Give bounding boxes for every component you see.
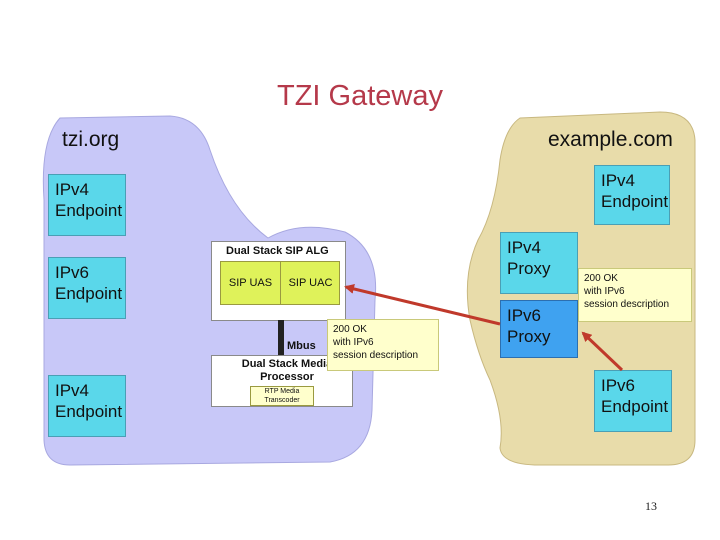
proxy-line1: IPv4 xyxy=(507,238,542,257)
media-title-line1: Dual Stack Media xyxy=(241,358,333,370)
note-line2: with IPv6 xyxy=(333,337,374,348)
ipv6-proxy: IPv6 Proxy xyxy=(500,300,578,358)
endpoint-line2: Endpoint xyxy=(601,192,669,211)
ipv4-proxy: IPv4 Proxy xyxy=(500,232,578,294)
arrow-endpoint-to-proxy xyxy=(581,331,624,372)
sip-uas-box: SIP UAS xyxy=(221,262,281,304)
proxy-line1: IPv6 xyxy=(507,306,542,325)
endpoint-line1: IPv4 xyxy=(55,180,90,199)
endpoint-line1: IPv4 xyxy=(55,381,90,400)
rtp-line2: Transcoder xyxy=(264,397,300,404)
mbus-label: Mbus xyxy=(287,340,316,352)
note-line2: with IPv6 xyxy=(584,286,625,297)
note-200-ok-right: 200 OK with IPv6 session description xyxy=(578,268,692,322)
note-line1: 200 OK xyxy=(584,273,618,284)
endpoint-line2: Endpoint xyxy=(601,397,669,416)
example-com-label: example.com xyxy=(548,128,673,151)
proxy-line2: Proxy xyxy=(507,259,551,278)
left-ipv6-endpoint: IPv6 Endpoint xyxy=(48,257,126,319)
media-title-line2: Processor xyxy=(260,371,314,383)
endpoint-line1: IPv4 xyxy=(601,171,636,190)
dual-stack-media-processor: Dual Stack Media Processor RTP Media Tra… xyxy=(211,355,353,407)
left-ipv4-endpoint-bottom: IPv4 Endpoint xyxy=(48,375,126,437)
note-line3: session description xyxy=(584,299,670,310)
endpoint-line2: Endpoint xyxy=(55,284,123,303)
diagram-title: TZI Gateway xyxy=(277,80,443,112)
proxy-line2: Proxy xyxy=(507,327,551,346)
note-200-ok-center: 200 OK with IPv6 session description xyxy=(327,319,439,371)
sip-uac-box: SIP UAC xyxy=(288,277,333,289)
endpoint-line1: IPv6 xyxy=(601,376,636,395)
tzi-org-label: tzi.org xyxy=(62,128,120,151)
endpoint-line1: IPv6 xyxy=(55,263,90,282)
note-line1: 200 OK xyxy=(333,324,367,335)
rtp-media-transcoder: RTP Media Transcoder xyxy=(250,386,314,406)
arrow-proxy-to-alg xyxy=(344,284,501,326)
endpoint-line2: Endpoint xyxy=(55,201,123,220)
mbus-connector xyxy=(278,320,284,356)
dual-stack-sip-alg: Dual Stack SIP ALG SIP UAS SIP UAC xyxy=(211,241,346,321)
rtp-line1: RTP Media xyxy=(264,388,300,395)
page-number: 13 xyxy=(645,499,657,513)
sip-alg-inner: SIP UAS SIP UAC xyxy=(220,261,340,305)
endpoint-line2: Endpoint xyxy=(55,402,123,421)
right-ipv6-endpoint: IPv6 Endpoint xyxy=(594,370,672,432)
left-ipv4-endpoint-top: IPv4 Endpoint xyxy=(48,174,126,236)
media-processor-title: Dual Stack Media Processor xyxy=(222,358,352,384)
sip-alg-title: Dual Stack SIP ALG xyxy=(226,245,329,257)
right-ipv4-endpoint: IPv4 Endpoint xyxy=(594,165,670,225)
note-line3: session description xyxy=(333,350,419,361)
